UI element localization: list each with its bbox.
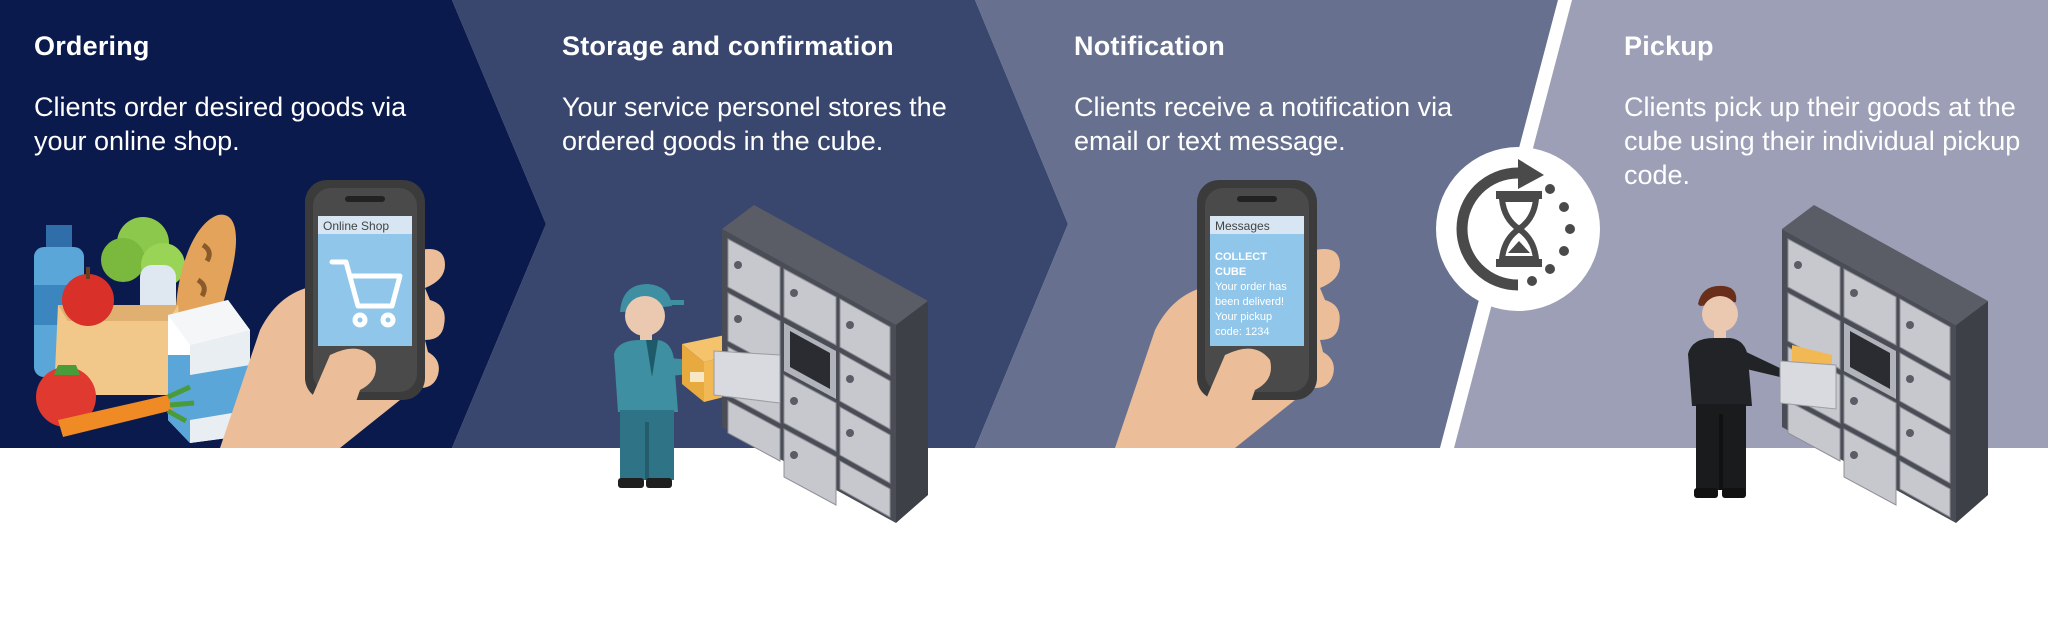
step-description: Clients pick up their goods at the cube …	[1624, 92, 2021, 190]
message-line: COLLECT	[1215, 251, 1267, 263]
groceries-illustration	[34, 214, 250, 443]
message-line: CUBE	[1215, 266, 1246, 278]
step-title: Storage and confirmation	[562, 31, 894, 61]
hourglass-wait-icon	[1436, 147, 1600, 311]
step-pickup: Pickup Clients pick up their goods at th…	[1624, 28, 2024, 192]
shopping-cart-icon	[329, 259, 403, 328]
step-description: Clients order desired goods via your onl…	[34, 92, 407, 156]
message-line: code: 1234	[1215, 326, 1269, 338]
step-ordering: Ordering Clients order desired goods via…	[34, 28, 454, 158]
step-description: Clients receive a notification via email…	[1074, 92, 1453, 156]
hand-phone-messages: Messages COLLECT CUBE Your order has bee…	[1115, 180, 1340, 448]
step-title: Ordering	[34, 31, 150, 61]
phone-header: Online Shop	[323, 219, 389, 233]
hand-phone-shop: Online Shop	[220, 180, 445, 448]
step-title: Pickup	[1624, 31, 1714, 61]
open-locker-door	[1779, 360, 1837, 410]
phone-header: Messages	[1215, 219, 1270, 233]
step-storage: Storage and confirmation Your service pe…	[562, 28, 992, 158]
message-line: been deliverd!	[1215, 296, 1284, 308]
step-description: Your service personel stores the ordered…	[562, 92, 947, 156]
step-title: Notification	[1074, 31, 1225, 61]
step-notification: Notification Clients receive a notificat…	[1074, 28, 1494, 158]
locker-screen	[790, 331, 830, 389]
locker-cube-pickup	[1779, 205, 1988, 523]
locker-cube-storage	[713, 205, 928, 523]
pickup-person	[1688, 285, 1784, 498]
message-line: Your pickup	[1215, 311, 1272, 323]
message-line: Your order has	[1215, 281, 1287, 293]
locker-screen	[1850, 331, 1890, 389]
open-locker-door	[713, 350, 781, 404]
